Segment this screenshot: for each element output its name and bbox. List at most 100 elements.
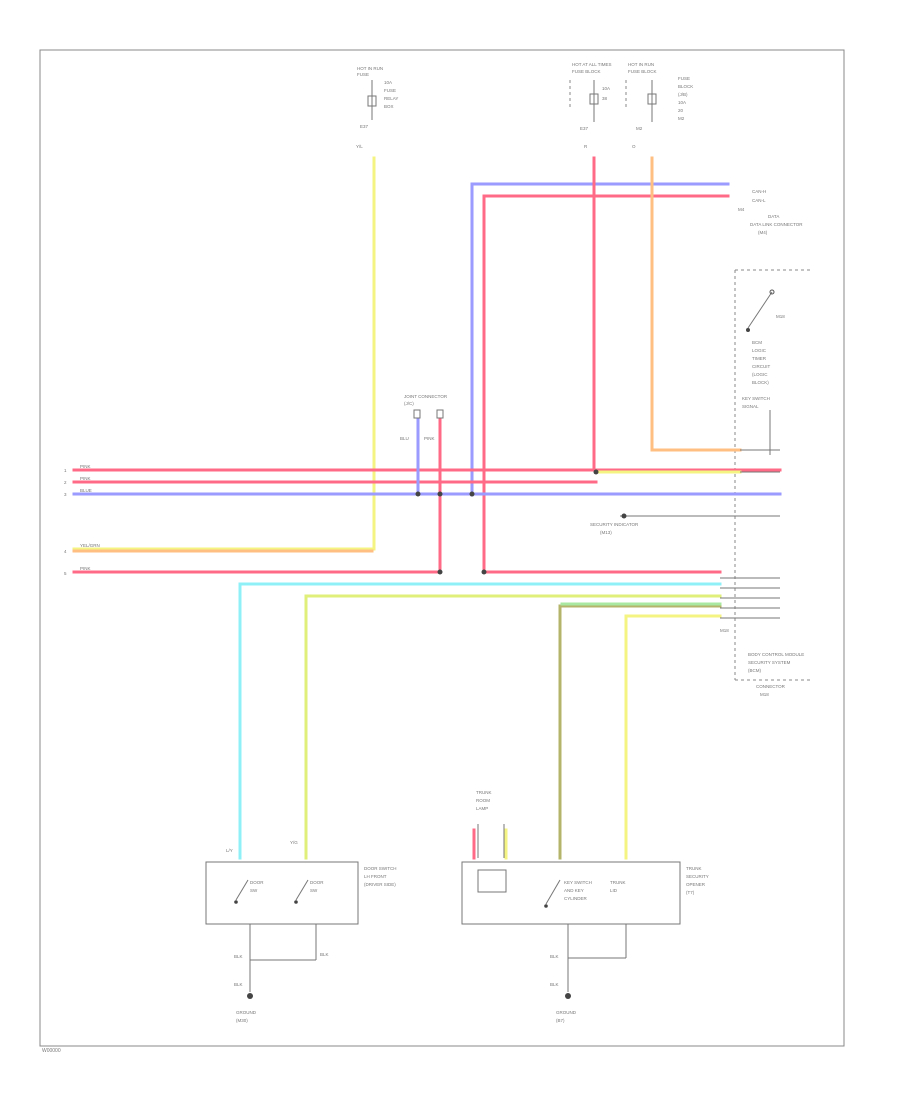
svg-text:M4: M4 [738,207,745,212]
svg-text:LOGIC: LOGIC [752,348,767,353]
svg-text:PINK: PINK [80,464,91,469]
svg-text:SECURITY: SECURITY [686,874,709,879]
svg-text:1: 1 [64,468,67,473]
svg-text:BLOCK: BLOCK [678,84,693,89]
key-switch-assembly: TRUNK ROOM LAMP KEY SWITCH AND KEY CYLIN… [461,790,709,1023]
fuse-icon [589,93,599,105]
splice-dot-icon [437,569,443,575]
svg-text:FUSE BLOCK: FUSE BLOCK [628,69,657,74]
switch-icon [235,879,249,901]
splice-dot-icon [437,491,443,497]
svg-text:M2: M2 [636,126,643,131]
svg-text:DATA: DATA [768,214,779,219]
svg-text:Y/G: Y/G [290,840,298,845]
security-indicator-label: SECURITY INDICATOR [590,522,639,527]
svg-text:(J/C): (J/C) [404,401,414,406]
svg-text:CAN-L: CAN-L [752,198,766,203]
data-link-connector-label: DATA LINK CONNECTOR [750,222,803,227]
splice-dot-icon [481,569,487,575]
wire-yellow [72,156,376,551]
svg-text:O: O [632,144,636,149]
trunk-label: TRUNK [686,866,702,871]
svg-text:4: 4 [64,549,67,554]
svg-text:PINK: PINK [80,476,91,481]
svg-text:DOOR: DOOR [310,880,324,885]
wire-orange-fuse [650,156,742,452]
svg-text:SW: SW [310,888,318,893]
fuse-icon [367,95,377,107]
svg-text:BCM: BCM [752,340,762,345]
svg-text:(BCM): (BCM) [748,668,761,673]
svg-text:38: 38 [602,96,608,101]
svg-text:RELAY: RELAY [384,96,398,101]
wire-yellow-green [304,594,722,860]
svg-text:BLK: BLK [234,954,243,959]
switch-icon [545,879,561,905]
svg-text:BLK: BLK [550,954,559,959]
svg-text:LAMP: LAMP [476,806,488,811]
door-switch-assembly: L/Y Y/G DOOR SW DOOR SW DOOR SWITCH LH F… [205,840,397,1023]
svg-text:YEL/GRN: YEL/GRN [80,543,100,548]
svg-text:20: 20 [678,108,684,113]
wire-blue-top [470,182,730,497]
fuse-icon [647,93,657,105]
wire-olive [558,604,722,860]
svg-text:PINK: PINK [80,566,91,571]
door-switch-label: DOOR SWITCH [364,866,397,871]
svg-text:PINK: PINK [424,436,435,441]
wire-pink-top [482,194,730,574]
switch-icon [747,291,773,329]
svg-text:CIRCUIT: CIRCUIT [752,364,770,369]
svg-text:KEY SWITCH: KEY SWITCH [742,396,770,401]
fuse-block-top-right-label: HOT IN RUN [628,62,654,67]
joint-connector-label: JOINT CONNECTOR [404,394,448,399]
svg-text:CONNECTOR: CONNECTOR [756,684,786,689]
svg-text:3: 3 [64,492,67,497]
svg-text:FUSE BLOCK: FUSE BLOCK [572,69,601,74]
svg-text:CAN-H: CAN-H [752,189,766,194]
svg-text:LH FRONT: LH FRONT [364,874,387,879]
svg-text:BLK: BLK [550,982,559,987]
svg-text:L/Y: L/Y [226,848,233,853]
svg-text:(LOGIC: (LOGIC [752,372,768,377]
svg-text:CYLINDER: CYLINDER [564,896,588,901]
ground-left-label: GROUND [236,1010,257,1015]
svg-text:M18: M18 [760,692,769,697]
svg-text:(J/B): (J/B) [678,92,688,97]
fuse-block-top-mid-label: HOT AT ALL TIMES [572,62,612,67]
svg-text:FUSE: FUSE [678,76,690,81]
ground-icon [565,993,571,999]
svg-text:2: 2 [64,480,67,485]
svg-text:TIMER: TIMER [752,356,767,361]
control-unit-label: BODY CONTROL MODULE [748,652,804,657]
svg-text:E37: E37 [360,124,369,129]
svg-text:BOX: BOX [384,104,394,109]
security-indicator-ref: SECURITY INDICATOR (M13) [590,522,639,535]
splice-dot-icon [469,491,475,497]
svg-text:5: 5 [64,571,67,576]
svg-text:(M4): (M4) [758,230,768,235]
svg-text:BLU: BLU [400,436,409,441]
svg-text:BLK: BLK [320,952,329,957]
splice-dot-icon [621,513,627,519]
svg-text:SECURITY SYSTEM: SECURITY SYSTEM [748,660,791,665]
svg-text:(M30): (M30) [236,1018,248,1023]
svg-text:TRUNK: TRUNK [476,790,492,795]
svg-text:M18: M18 [720,628,729,633]
splice-dot-icon [593,469,599,475]
svg-text:BLK: BLK [234,982,243,987]
svg-text:SW: SW [250,888,258,893]
svg-text:(M13): (M13) [600,530,612,535]
svg-text:FUSE: FUSE [357,72,369,77]
svg-text:10A: 10A [602,86,610,91]
splice-dot-icon [415,491,421,497]
svg-text:OPENER: OPENER [686,882,706,887]
wire-yellow-right [624,614,722,860]
joint-connector: JOINT CONNECTOR (J/C) BLU PINK [400,394,448,441]
ground-icon [247,993,253,999]
svg-text:LID: LID [610,888,618,893]
control-unit: M18 BCM LOGIC TIMER CIRCUIT (LOGIC BLOCK… [720,269,812,697]
svg-text:FUSE: FUSE [384,88,396,93]
fuse-block-top-right: HOT IN RUN FUSE BLOCK FUSE BLOCK (J/B) 1… [625,62,693,149]
